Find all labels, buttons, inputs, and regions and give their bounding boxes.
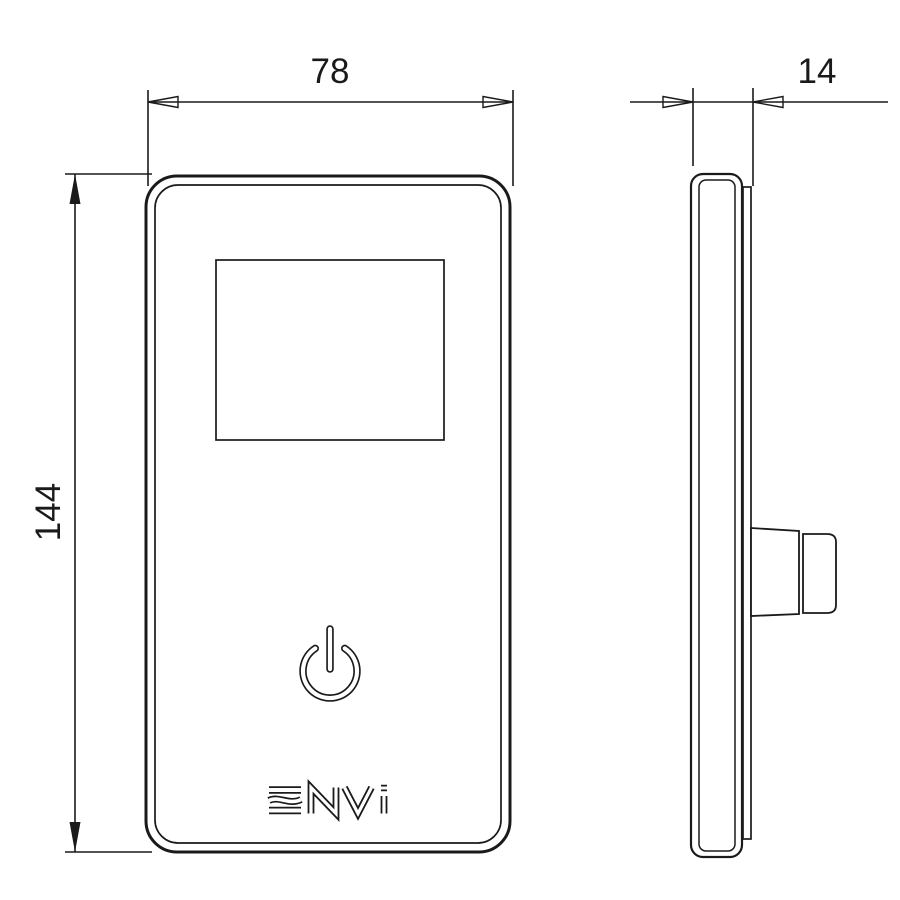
envi-logo: [267, 779, 388, 822]
logo-letter-n-fill: [309, 783, 338, 818]
power-icon: [299, 625, 361, 702]
arrowhead-right: [482, 95, 514, 109]
logo-e-mid-wave-fill: [268, 797, 302, 804]
mounting-boss-large: [750, 527, 800, 617]
side-back-plate: [742, 186, 752, 840]
arrowhead-down: [69, 822, 81, 852]
height-dimension-value: 144: [29, 483, 68, 541]
arrowhead-right: [752, 95, 784, 109]
side-body-outline: [689, 172, 744, 859]
dimension-width: 78: [147, 52, 514, 186]
side-body-inner-contour: [698, 179, 736, 852]
arrowhead-left: [662, 95, 694, 109]
dimension-depth: 14: [630, 52, 888, 186]
width-dimension-value: 78: [311, 52, 350, 91]
power-icon-arc-inner: [300, 646, 360, 701]
front-view: [144, 174, 512, 854]
display-screen: [215, 259, 445, 441]
front-inner-outline: [154, 184, 502, 844]
arrowhead-left: [147, 95, 179, 109]
depth-dimension-value: 14: [798, 52, 837, 91]
mounting-boss-small: [802, 533, 837, 614]
logo-letter-v-fill: [343, 786, 373, 817]
side-view: [689, 172, 837, 859]
front-outer-outline: [144, 174, 512, 854]
arrowhead-up: [69, 174, 81, 204]
dimension-height: 144: [29, 173, 152, 853]
